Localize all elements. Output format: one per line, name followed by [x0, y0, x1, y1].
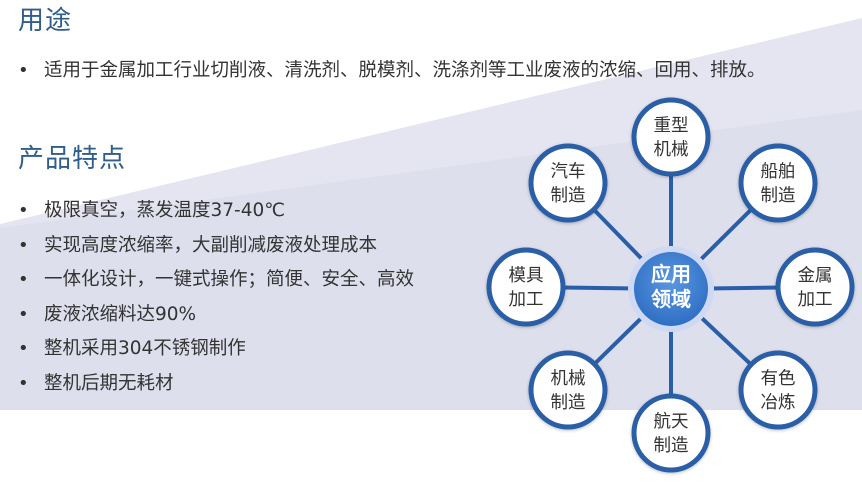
field-node-circle: [528, 143, 608, 223]
feature-item: • 废液浓缩料达90%: [18, 300, 414, 335]
field-node-circle: [486, 247, 566, 327]
features-heading: 产品特点: [18, 144, 127, 174]
field-node-label-line1: 有色: [761, 369, 796, 389]
bullet-glyph: •: [18, 338, 29, 359]
bullet-glyph: •: [18, 60, 29, 81]
field-node-circle: [738, 350, 818, 430]
field-node-label-line1: 船舶: [761, 162, 796, 182]
field-node-label-line2: 加工: [798, 290, 833, 310]
field-node-label-line1: 机械: [551, 369, 586, 389]
field-node-label-line2: 制造: [654, 436, 689, 456]
field-node: 金属加工: [775, 247, 855, 327]
feature-item: • 极限真空，蒸发温度37-40℃: [18, 196, 414, 231]
field-node-label-line1: 航天: [654, 412, 689, 432]
bullet-glyph: •: [18, 234, 29, 256]
field-node-label-line2: 加工: [509, 290, 544, 310]
field-node-label-line1: 金属: [798, 266, 833, 286]
hub-node: 应用 领域: [628, 246, 714, 332]
hub-circle: [634, 252, 708, 326]
feature-item: • 整机后期无耗材: [18, 369, 414, 404]
field-node-label-line2: 制造: [761, 186, 796, 206]
field-node-circle: [738, 143, 818, 223]
feature-text: 一体化设计，一键式操作；简便、安全、高效: [44, 269, 415, 290]
feature-text: 整机采用304不锈钢制作: [44, 338, 246, 359]
usage-heading: 用途: [18, 6, 73, 36]
hub-label-line2: 领域: [651, 287, 691, 311]
field-node-circle: [528, 350, 608, 430]
feature-item: • 整机采用304不锈钢制作: [18, 334, 414, 369]
field-node-label-line1: 重型: [654, 116, 689, 136]
usage-text: 适用于金属加工行业切削液、清洗剂、脱模剂、洗涤剂等工业废液的浓缩、回用、排放。: [44, 60, 766, 81]
features-list: • 极限真空，蒸发温度37-40℃ • 实现高度浓缩率，大副削减废液处理成本 • 一体…: [18, 196, 414, 403]
usage-paragraph: • 适用于金属加工行业切削液、清洗剂、脱模剂、洗涤剂等工业废液的浓缩、回用、排放。: [18, 54, 858, 88]
bullet-glyph: •: [18, 372, 29, 394]
feature-text: 整机后期无耗材: [44, 372, 174, 394]
feature-text: 废液浓缩料达90%: [44, 303, 197, 325]
field-node-label-line1: 模具: [509, 266, 544, 286]
bullet-glyph: •: [18, 303, 29, 325]
field-node-circle: [631, 97, 711, 177]
field-node-label-line2: 机械: [654, 140, 689, 160]
hub-label-line1: 应用: [651, 262, 691, 286]
field-node-label-line2: 制造: [551, 186, 586, 206]
field-node-label-line1: 汽车: [551, 162, 586, 182]
field-node-label-line2: 冶炼: [761, 393, 796, 413]
field-node-circle: [631, 393, 711, 473]
feature-item: • 实现高度浓缩率，大副削减废液处理成本: [18, 231, 414, 266]
feature-text: 极限真空，蒸发温度37-40℃: [44, 200, 286, 221]
feature-item: • 一体化设计，一键式操作；简便、安全、高效: [18, 265, 414, 300]
bullet-glyph: •: [18, 200, 29, 221]
bullet-glyph: •: [18, 269, 29, 290]
field-node-label-line2: 制造: [551, 393, 586, 413]
feature-text: 实现高度浓缩率，大副削减废液处理成本: [44, 234, 378, 256]
field-node-circle: [775, 247, 855, 327]
